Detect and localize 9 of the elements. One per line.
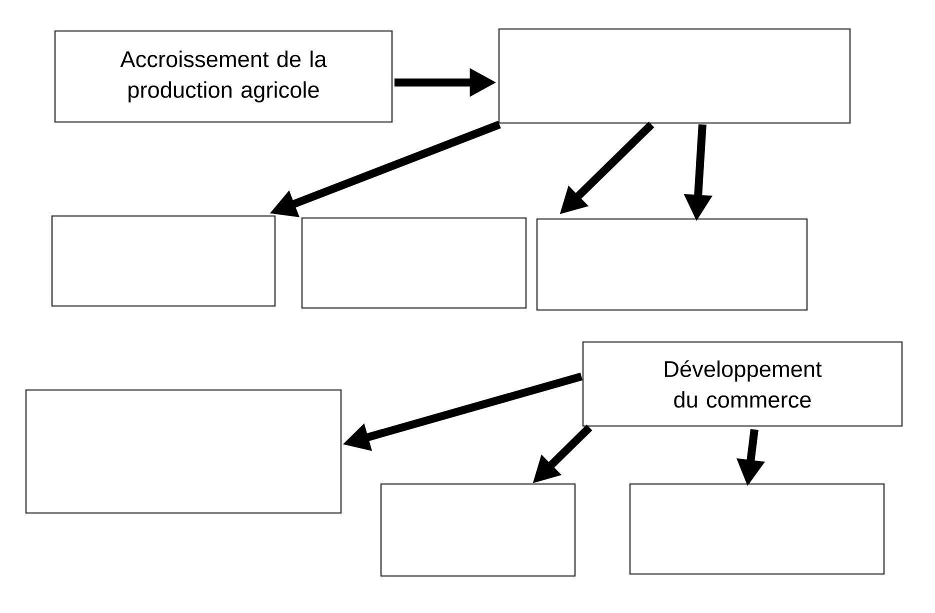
text-box: Accroissement de la production agricole — [54, 30, 393, 123]
empty-box — [629, 483, 885, 575]
empty-box — [25, 389, 342, 514]
text-box: Développement du commerce — [582, 341, 903, 427]
empty-box — [536, 218, 808, 311]
empty-box — [498, 28, 851, 124]
empty-box — [380, 483, 576, 577]
empty-box — [301, 217, 527, 309]
empty-box — [51, 215, 276, 307]
